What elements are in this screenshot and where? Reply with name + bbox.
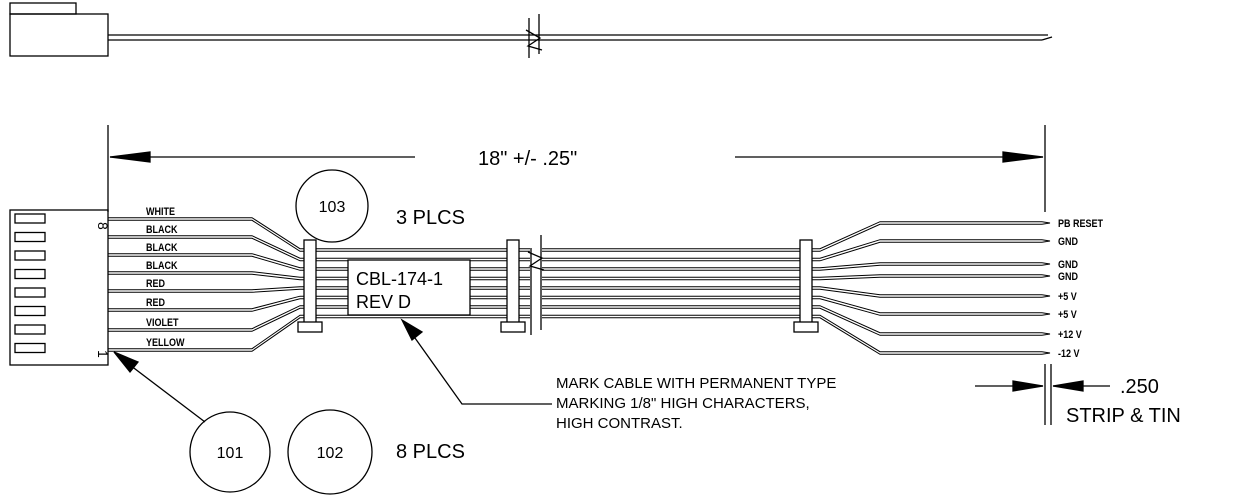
balloon-101-text: 101 — [217, 445, 244, 462]
pin-number-top: 8 — [95, 222, 111, 230]
note-line1: MARK CABLE WITH PERMANENT TYPE — [556, 375, 836, 392]
items-quantity: 8 PLCS — [396, 441, 465, 463]
wire-label-right: -12 V — [1058, 348, 1080, 360]
connector-pin — [14, 305, 46, 317]
wire-labels-left: WHITE BLACK BLACK BLACK RED RED VIOLET YELLOW — [146, 206, 185, 349]
balloon-102 — [287, 409, 373, 495]
cable-label-box — [347, 259, 471, 316]
wire-label-right: GND — [1058, 236, 1078, 248]
leader-101 — [113, 351, 206, 423]
length-dimension — [107, 125, 1046, 212]
wire — [108, 314, 1051, 355]
connector-pin — [14, 342, 46, 354]
connector-front — [9, 209, 109, 366]
cable-label-line1: CBL-174-1 — [356, 269, 443, 289]
bundle-break-symbol — [527, 235, 545, 335]
connector-pin — [14, 287, 46, 298]
wire-bundle — [108, 217, 1051, 355]
connector-pin — [14, 324, 46, 335]
side-view-latch — [9, 2, 77, 15]
arrowhead-left — [109, 151, 151, 163]
wire-label-right: GND — [1058, 259, 1078, 271]
pin-number-bottom: 1 — [95, 350, 111, 358]
wire — [108, 286, 1051, 298]
note-line3: HIGH CONTRAST. — [556, 415, 683, 432]
length-dimension-label: 18" +/- .25" — [478, 148, 577, 170]
balloon-101 — [189, 411, 271, 493]
wire-label-right: GND — [1058, 271, 1078, 283]
wire-label-right: +12 V — [1058, 329, 1082, 341]
wire-label-left: RED — [146, 297, 165, 309]
strip-note: STRIP & TIN — [1066, 405, 1181, 427]
wire — [108, 295, 1051, 316]
wire-label-right: +5 V — [1058, 291, 1077, 303]
strip-dimension — [975, 364, 1110, 425]
cable-tie-2 — [500, 239, 526, 333]
wire-label-left: WHITE — [146, 206, 175, 218]
wire-label-right: PB RESET — [1058, 218, 1104, 230]
strip-length: .250 — [1120, 376, 1159, 398]
connector-pin — [14, 213, 46, 224]
connector-pin — [14, 231, 46, 243]
wire-label-left: VIOLET — [146, 317, 179, 329]
balloon-103 — [295, 169, 369, 243]
cable-tie-3 — [793, 239, 819, 333]
cable-ties — [297, 239, 819, 333]
wire — [108, 271, 1051, 281]
balloon-102-text: 102 — [317, 445, 344, 462]
wire-label-left: BLACK — [146, 260, 178, 272]
connector-pin — [14, 268, 46, 280]
wire — [108, 235, 1051, 262]
ties-quantity: 3 PLCS — [396, 207, 465, 229]
side-view — [9, 2, 1053, 58]
side-view-connector — [9, 13, 109, 57]
arrowhead-right — [1002, 151, 1044, 163]
note-line2: MARKING 1/8" HIGH CHARACTERS, — [556, 395, 810, 412]
cable-tie-1 — [297, 239, 323, 333]
wire-label-left: BLACK — [146, 242, 178, 254]
side-view-break-symbol — [525, 14, 543, 58]
wire-label-left: BLACK — [146, 224, 178, 236]
balloon-103-text: 103 — [319, 199, 346, 216]
connector-pin — [14, 250, 46, 261]
cable-label-line2: REV D — [356, 292, 411, 312]
wire — [108, 217, 1051, 252]
wire — [108, 253, 1051, 271]
wire-label-left: YELLOW — [146, 337, 185, 349]
note-leader — [400, 318, 552, 405]
wire — [108, 305, 1051, 336]
wire-label-left: RED — [146, 278, 165, 290]
wire-label-right: +5 V — [1058, 309, 1077, 321]
